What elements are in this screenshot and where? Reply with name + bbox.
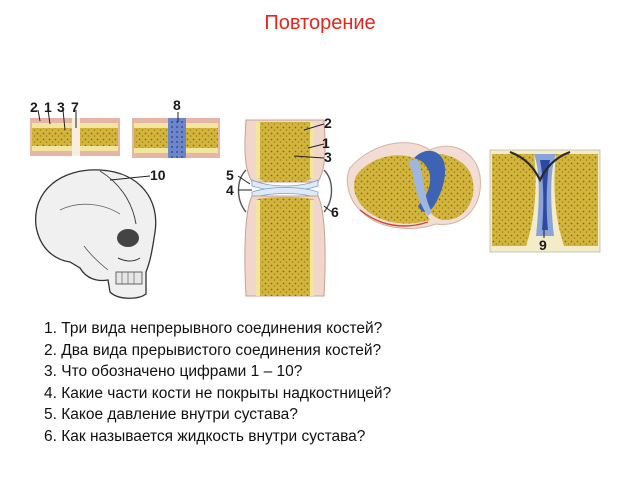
question-item: 2. Два вида прерывистого соединения кост… (44, 341, 382, 359)
label-2-joint: 2 (324, 115, 332, 131)
question-item: 3. Что обозначено цифрами 1 – 10? (44, 363, 303, 380)
label-2-suture: 2 (30, 99, 38, 115)
synchondrosis-panel (132, 112, 220, 158)
question-item: 1. Три вида непрерывного соединения кост… (44, 320, 383, 337)
label-3-joint: 3 (324, 149, 332, 165)
label-8: 8 (173, 97, 181, 113)
label-5: 5 (226, 167, 234, 183)
label-10: 10 (150, 167, 166, 183)
label-4: 4 (226, 182, 234, 198)
label-1-suture: 1 (44, 99, 52, 115)
skull-drawing (35, 169, 157, 299)
bone-joints-diagram: 2 1 3 7 8 10 2 1 3 5 4 6 9 (30, 97, 601, 299)
label-6: 6 (331, 204, 339, 220)
symphysis-panel (489, 149, 601, 253)
question-list: 1. Три вида непрерывного соединения кост… (44, 318, 391, 447)
ball-socket-panel (346, 142, 481, 229)
page-title: Повторение (264, 12, 376, 34)
label-3-suture: 3 (57, 99, 65, 115)
question-item: 4. Какие части кости не покрыты надкостн… (44, 384, 392, 402)
label-1-joint: 1 (322, 135, 330, 151)
synovial-joint-panel (237, 119, 333, 297)
label-9: 9 (539, 237, 547, 253)
question-item: 6. Как называется жидкость внутри сустав… (44, 427, 366, 445)
question-item: 5. Какое давление внутри сустава? (44, 406, 298, 423)
label-7: 7 (71, 99, 79, 115)
suture-panel (30, 109, 120, 156)
